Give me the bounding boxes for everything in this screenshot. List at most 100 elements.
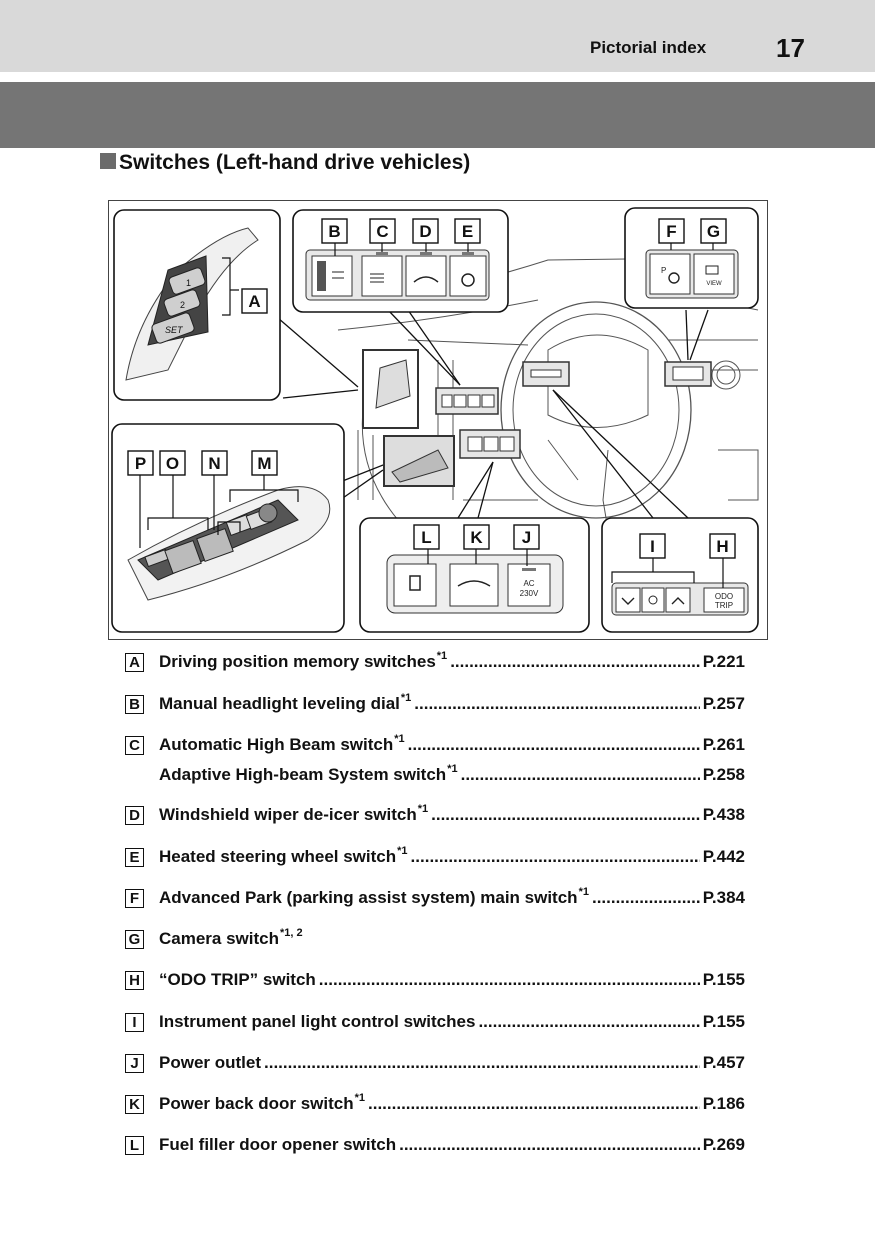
dot-leader [450,652,700,672]
seat-set-button-label: SET [165,325,184,335]
page-reference[interactable]: P.457 [702,1053,745,1072]
dot-leader [368,1094,700,1114]
list-item: L Fuel filler door opener switchP.269 [125,1135,745,1157]
outlet-voltage-label: 230V [520,589,539,598]
page-reference[interactable]: P.257 [702,694,745,713]
callout-m: M [257,454,271,473]
heading-text: Switches (Left-hand drive vehicles) [119,151,471,174]
leader-lines [277,309,709,519]
page-reference[interactable]: P.186 [702,1094,745,1113]
item-footnote: *1 [354,1092,366,1104]
callout-f: F [666,222,676,241]
item-letter: I [125,1013,144,1032]
switch-location-figure: 1 2 SET A B C D E [108,200,768,640]
item-text: Advanced Park (parking assist system) ma… [159,888,578,907]
item-text: Driving position memory switches [159,652,436,671]
item-letter: H [125,971,144,990]
callout-l: L [421,528,431,547]
callout-p: P [135,454,146,473]
dot-leader [408,735,700,755]
list-item: Adaptive High-beam System switch*1 P.258 [125,763,745,787]
callout-n: N [208,454,220,473]
list-item: H “ODO TRIP” switch P.155 [125,970,745,992]
item-letter: G [125,930,144,949]
dot-leader [411,847,700,867]
panel-a-memory: 1 2 SET A [113,209,281,401]
panel-f-g-switches: P VIEW F G [624,207,759,309]
section-heading: Switches (Left-hand drive vehicles) [100,151,470,175]
item-footnote: *1 [447,763,458,775]
item-letter: J [125,1054,144,1073]
svg-text:P: P [661,266,666,275]
dot-leader [478,1012,699,1032]
list-item: E Heated steering wheel switch*1 P.442 [125,845,745,869]
item-text: Windshield wiper de-icer switch [159,805,417,824]
callout-j: J [522,528,531,547]
page-reference[interactable]: P.155 [702,1012,745,1031]
page-reference[interactable]: P.261 [702,735,745,754]
callout-c: C [376,222,388,241]
list-item: C Automatic High Beam switch*1 P.261 [125,733,745,757]
odo-label: ODO [715,592,733,601]
list-item: F Advanced Park (parking assist system) … [125,886,745,910]
list-item: J Power outlet P.457 [125,1053,745,1075]
item-text: Adaptive High-beam System switch [159,765,447,784]
item-letter: E [125,848,144,867]
dot-leader [592,888,700,908]
seat-button-2-label: 2 [180,300,185,310]
item-text: Power outlet [159,1053,262,1072]
item-text: Camera switch [159,929,279,948]
square-bullet-icon [100,153,116,169]
item-letter: A [125,653,144,672]
callout-g: G [707,222,720,241]
page-number: 17 [776,33,805,63]
callout-b: B [328,222,340,241]
page-reference[interactable]: P.221 [702,652,745,671]
callout-a: A [248,292,260,311]
item-text: Instrument panel light control switches [159,1012,476,1031]
item-letter: D [125,806,144,825]
item-text: Automatic High Beam switch [159,735,394,754]
item-footnote: *1 [417,803,429,815]
page-reference[interactable]: P.442 [702,847,745,866]
item-footnote: *1 [397,845,408,857]
header-band [0,0,875,72]
panel-l-j-switches: AC 230V L K J [359,517,590,633]
dot-leader [461,765,700,785]
page-reference[interactable]: P.155 [702,970,745,989]
callout-d: D [419,222,431,241]
dot-leader [264,1053,700,1073]
chapter-band [0,82,875,148]
dot-leader [319,970,700,990]
item-letter: K [125,1095,144,1114]
list-item: G Camera switch*1, 2 [125,927,745,951]
item-text: “ODO TRIP” switch [159,970,316,989]
section-title: Pictorial index [590,38,707,57]
callout-h: H [716,537,728,556]
dashboard-illustration: 1 2 SET A B C D E [108,200,768,640]
item-text: Power back door switch [159,1094,354,1113]
list-item: A Driving position memory switches*1 P.22… [125,650,745,674]
list-item: B Manual headlight leveling dial*1P.257 [125,692,745,716]
page-reference[interactable]: P.258 [702,765,745,784]
page-reference[interactable]: P.269 [702,1135,745,1154]
panel-p-m-window-switches: P O N M [111,423,345,633]
trip-label: TRIP [715,601,733,610]
item-letter: B [125,695,144,714]
item-letter: C [125,736,144,755]
item-text: Heated steering wheel switch [159,847,397,866]
callout-e: E [462,222,473,241]
camera-view-label: VIEW [706,281,722,287]
callout-i: I [650,537,655,556]
seat-button-1-label: 1 [186,278,191,288]
item-footnote: *1, 2 [280,927,303,939]
callout-k: K [470,528,483,547]
page-reference[interactable]: P.438 [702,805,745,824]
dot-leader [431,805,700,825]
page-reference[interactable]: P.384 [702,888,745,907]
list-item: I Instrument panel light control switche… [125,1012,745,1034]
item-footnote: *1 [436,650,448,662]
list-item: D Windshield wiper de-icer switch*1 P.438 [125,803,745,827]
item-footnote: *1 [394,733,405,745]
item-text: Manual headlight leveling dial [159,694,400,713]
